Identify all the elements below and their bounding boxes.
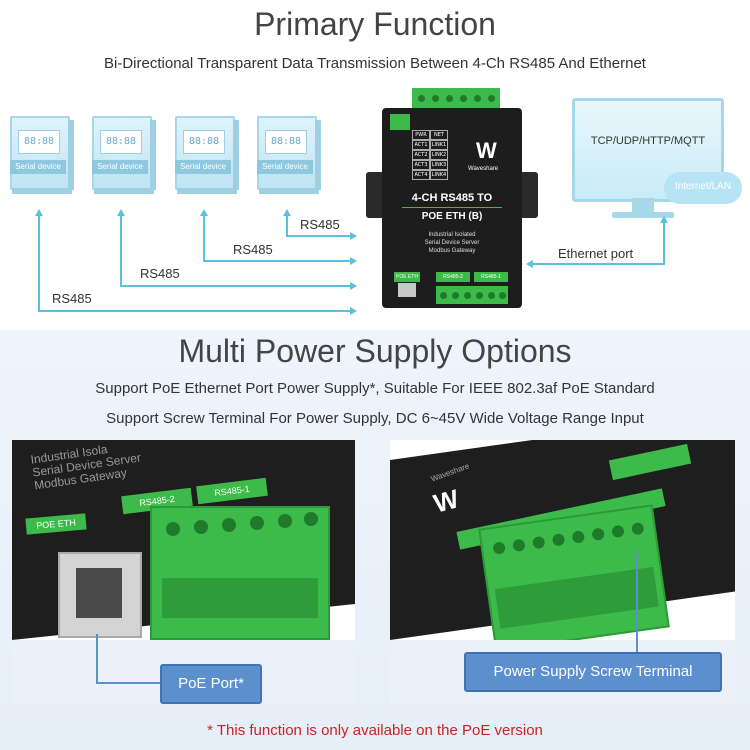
computer-monitor: TCP/UDP/HTTP/MQTT (572, 98, 724, 202)
module-desc-3: Modbus Gateway (428, 248, 476, 254)
device-screen: 88:88 (18, 130, 60, 154)
screw-terminal-callout: Power Supply Screw Terminal (464, 652, 722, 692)
port-label: POE ETH (394, 272, 420, 282)
device-label: Serial device (92, 160, 148, 174)
cloud-icon: Internet/LAN (664, 172, 742, 204)
rs485-label: RS485 (52, 291, 92, 306)
led-label: NET (430, 130, 448, 140)
led-label: LINK3 (430, 160, 448, 170)
port-label: RS485-1 (474, 272, 508, 282)
device-label: Serial device (175, 160, 231, 174)
cloud-label: Internet/LAN (674, 181, 732, 192)
device-screen: 88:88 (100, 130, 142, 154)
screw-terminal-block (478, 504, 670, 652)
ethernet-port-label: Ethernet port (558, 246, 634, 261)
device-label: Serial device (257, 160, 313, 174)
serial-device-1: 88:88 Serial device (10, 116, 74, 194)
device-label: Serial device (10, 160, 66, 174)
divider (402, 207, 502, 208)
primary-function-title: Primary Function (254, 6, 496, 42)
monitor-stand (632, 198, 654, 212)
power-option-line1: Support PoE Ethernet Port Power Supply*,… (95, 380, 655, 397)
power-option-line2: Support Screw Terminal For Power Supply,… (106, 410, 644, 427)
protocols-label: TCP/UDP/HTTP/MQTT (590, 135, 706, 147)
rs485-label: RS485 (233, 242, 273, 257)
poe-footnote: * This function is only available on the… (207, 722, 543, 739)
rs485-eth-module: PWR NET ACT1 LINK1 ACT2 LINK2 ACT3 LINK3… (382, 108, 522, 308)
rj45-port-icon (58, 552, 142, 638)
callout-line (636, 552, 638, 652)
waveshare-logo-icon: W (476, 138, 497, 163)
led-label: ACT3 (412, 160, 430, 170)
poe-port-photo: Industrial Isola Serial Device Server Mo… (12, 440, 355, 705)
callout-line (96, 682, 162, 684)
bottom-screw-terminal (436, 286, 508, 304)
module-name-line2: POE ETH (B) (421, 211, 483, 222)
primary-function-subtitle: Bi-Directional Transparent Data Transmis… (104, 55, 646, 72)
led-label: LINK1 (430, 140, 448, 150)
module-desc-2: Serial Device Server (424, 240, 480, 246)
port-label: RS485-2 (436, 272, 470, 282)
led-label: ACT1 (412, 140, 430, 150)
poe-port-callout: PoE Port* (160, 664, 262, 704)
callout-line (96, 634, 98, 684)
led-label: ACT2 (412, 150, 430, 160)
led-label: LINK2 (430, 150, 448, 160)
mounting-ear-right (520, 172, 538, 218)
brand-name: Waveshare (468, 166, 499, 172)
monitor-base (612, 212, 674, 218)
top-screw-terminal (412, 88, 500, 108)
led-label: ACT4 (412, 170, 430, 180)
device-screen: 88:88 (183, 130, 225, 154)
led-label: LINK4 (430, 170, 448, 180)
serial-device-4: 88:88 Serial device (257, 116, 321, 194)
screw-terminal-block (150, 506, 330, 640)
serial-device-2: 88:88 Serial device (92, 116, 156, 194)
module-desc-1: Industrial Isolated (428, 232, 476, 238)
device-screen: 88:88 (265, 130, 307, 154)
ethernet-jack-icon (398, 283, 416, 297)
module-name-line1: 4-CH RS485 TO (411, 192, 493, 204)
serial-device-3: 88:88 Serial device (175, 116, 239, 194)
rs485-label: RS485 (300, 217, 340, 232)
power-indicator (390, 114, 410, 130)
mounting-ear-left (366, 172, 384, 218)
led-label: PWR (412, 130, 430, 140)
rs485-label: RS485 (140, 266, 180, 281)
power-options-title: Multi Power Supply Options (178, 333, 572, 369)
